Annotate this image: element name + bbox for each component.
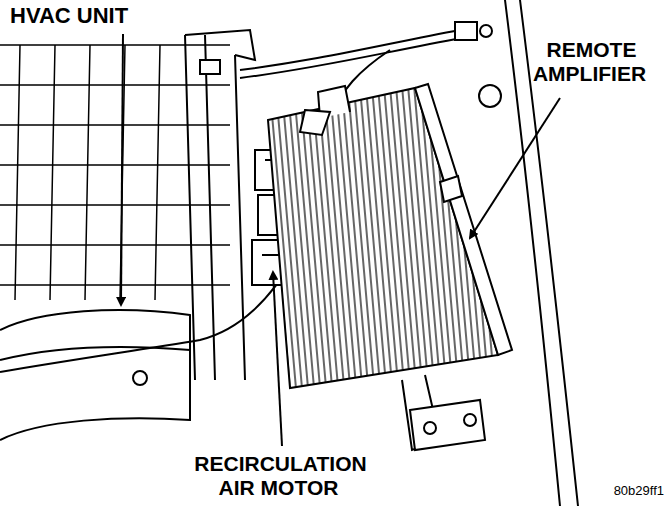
leader-lines — [121, 34, 560, 446]
figure-code-text: 80b29ff1 — [612, 483, 666, 498]
drawing — [0, 0, 578, 506]
part-label: RECIRCULATION AIR MOTOR — [172, 452, 387, 499]
part-label-text: REMOTE AMPLIFIER — [533, 38, 648, 85]
figure-code: 80b29ff1 — [580, 484, 666, 499]
part-label-text: HVAC UNIT — [8, 3, 130, 28]
part-label: REMOTE AMPLIFIER — [513, 38, 668, 85]
part-label: HVAC UNIT — [8, 4, 208, 29]
part-label-text: RECIRCULATION AIR MOTOR — [192, 452, 366, 499]
